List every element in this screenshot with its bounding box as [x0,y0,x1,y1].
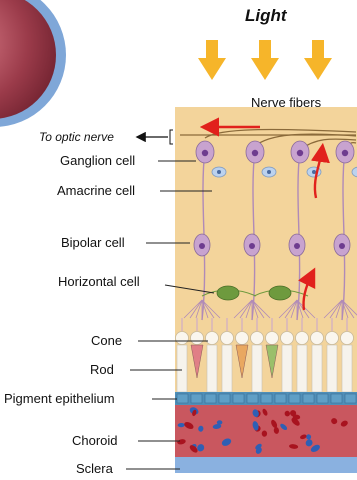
pigment-epithelium-layer [175,392,357,405]
photoreceptor-body [221,332,234,345]
label-horizontal-cell: Horizontal cell [58,275,140,289]
pigment-cell [247,394,258,403]
pigment-cell [303,394,314,403]
photoreceptor-body [281,332,294,345]
amacrine-nucleus [217,170,221,174]
label-bipolar-cell: Bipolar cell [61,236,125,250]
eyeball-fragment [0,0,66,127]
bipolar-nucleus [199,243,205,249]
photoreceptor-body [296,332,309,345]
photoreceptor-body [341,332,354,345]
pigment-cell [191,394,202,403]
label-sclera: Sclera [76,462,113,476]
horizontal-cell [269,286,291,300]
ganglion-nucleus [297,150,303,156]
bipolar-nucleus [294,243,300,249]
amacrine-nucleus [267,170,271,174]
ganglion-nucleus [342,150,348,156]
photoreceptor-body [266,332,279,345]
rod-cell [177,345,187,392]
rod-cell [327,345,337,392]
pigment-cell [261,394,272,403]
pigment-cell [177,394,188,403]
bipolar-nucleus [339,243,345,249]
photoreceptor-body [251,332,264,345]
light-arrow [304,40,332,80]
blood-cell [217,420,223,424]
rod-cell [312,345,322,392]
ganglion-nucleus [252,150,258,156]
pigment-cell [345,394,356,403]
label-pigment-epithelium: Pigment epithelium [4,392,115,406]
pigment-cell [331,394,342,403]
rod-cell [252,345,262,392]
pigment-cell [317,394,328,403]
label-ganglion-cell: Ganglion cell [60,154,135,168]
label-nerve-fibers: Nerve fibers [251,96,321,110]
photoreceptor-body [326,332,339,345]
rod-cell [207,345,217,392]
amacrine-nucleus [312,170,316,174]
label-to-optic-nerve: To optic nerve [39,130,114,144]
pigment-cell [289,394,300,403]
sclera-layer [175,457,357,473]
rod-cell [222,345,232,392]
label-choroid: Choroid [72,434,118,448]
light-arrow [251,40,279,80]
label-cone: Cone [91,334,122,348]
label-rod: Rod [90,363,114,377]
pigment-cell [233,394,244,403]
bipolar-nucleus [249,243,255,249]
rod-cell [297,345,307,392]
photoreceptor-body [311,332,324,345]
horizontal-cell [217,286,239,300]
rod-cell [342,345,352,392]
optic-nerve-pointer [138,130,173,144]
pigment-cell [219,394,230,403]
light-arrows [198,40,332,80]
label-amacrine-cell: Amacrine cell [57,184,135,198]
rod-cell [282,345,292,392]
ganglion-nucleus [202,150,208,156]
pigment-cell [205,394,216,403]
photoreceptor-body [236,332,249,345]
light-title: Light [245,6,287,26]
pigment-cell [275,394,286,403]
photoreceptor-body [206,332,219,345]
photoreceptor-body [191,332,204,345]
photoreceptor-body [176,332,189,345]
light-arrow [198,40,226,80]
